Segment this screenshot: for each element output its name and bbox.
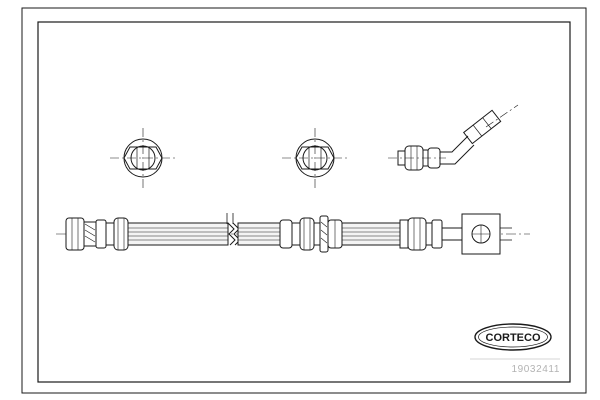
hose-segment-right bbox=[341, 222, 401, 246]
hose-segment-left bbox=[127, 222, 229, 246]
end-view-fitting-left bbox=[110, 128, 176, 190]
part-number: 19032411 bbox=[511, 364, 560, 375]
fitting-middle-bracket bbox=[279, 215, 343, 253]
fitting-left-end bbox=[65, 217, 129, 251]
angled-fitting-detail bbox=[388, 104, 519, 171]
hose-segment-middle bbox=[237, 222, 281, 246]
fitting-right-banjo bbox=[399, 213, 512, 255]
drawing-frame bbox=[21, 7, 587, 394]
brake-hose-assembly bbox=[56, 213, 530, 255]
brand-logo-text: CORTECO bbox=[486, 332, 541, 344]
end-view-fitting-center bbox=[282, 128, 348, 190]
corteco-logo: CORTECO bbox=[474, 323, 552, 351]
